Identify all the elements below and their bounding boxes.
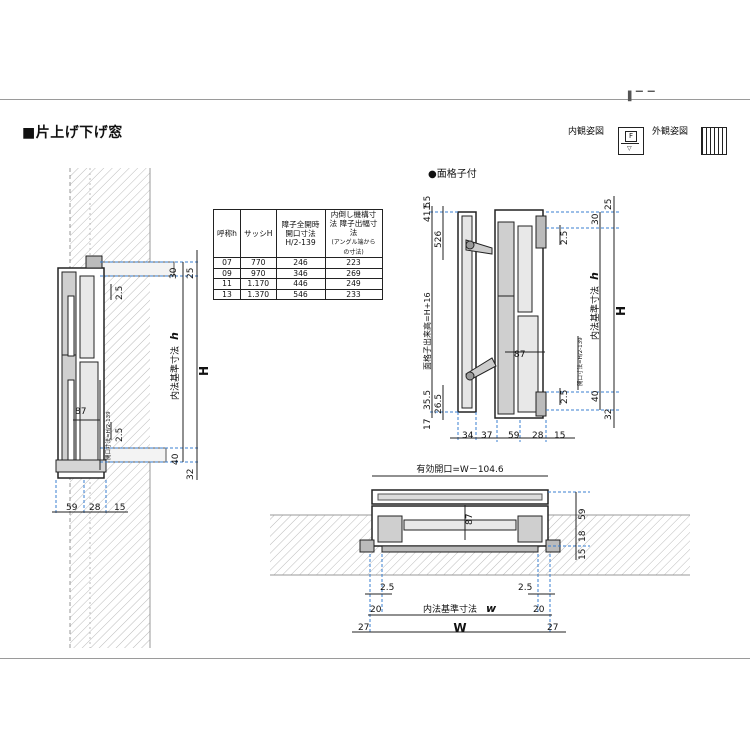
left-dim-87: 87: [75, 407, 86, 417]
right-dim-32: 32: [604, 409, 614, 420]
page-title: ■片上げ下げ窓: [22, 125, 123, 141]
plan-w-italic: w: [486, 602, 497, 615]
plan-dim-2-5-left: 2.5: [380, 583, 394, 593]
right-dim-59: 59: [508, 431, 520, 441]
lattice-section-label: ●面格子付: [428, 169, 477, 180]
right-dim-37: 37: [481, 431, 492, 441]
spec-table: 呼称h サッシH 障子全開時 開口寸法 H/2-139 内倒し機構寸法 障子出幅…: [212, 209, 383, 300]
plan-dim-18: 18: [578, 530, 588, 542]
right-dim-35-5: 35.5: [423, 390, 433, 410]
right-section-drawing: [430, 196, 620, 442]
plan-w-label: 内法基準寸法: [423, 603, 477, 615]
table-header-tilt-text: 内倒し機構寸法 障子出幅寸法: [329, 210, 378, 237]
left-dim-32: 32: [186, 469, 196, 480]
corner-mark: ▌▔ ▔: [628, 92, 656, 102]
left-opening-note: 開口寸法=H/2-139: [104, 411, 112, 460]
left-dim-25: 25: [186, 268, 196, 279]
plan-dim-20-right: 20: [533, 605, 545, 615]
outer-view-label: 外観姿図: [652, 127, 689, 137]
box-letter: F: [625, 131, 637, 142]
right-H: H: [614, 306, 628, 316]
right-dim-28: 28: [532, 431, 544, 441]
right-lattice-height: 面格子出来高=H+16: [422, 292, 432, 370]
table-header-nominal: 呼称h: [212, 209, 242, 258]
plan-dim-27-right: 27: [547, 623, 558, 633]
right-dim-30: 30: [591, 213, 601, 225]
left-dim-59: 59: [66, 503, 78, 513]
right-opening-note: 開口寸法=H/2-139: [576, 337, 584, 386]
left-section-drawing: [52, 168, 200, 648]
right-dim-2-5-top: 2.5: [560, 231, 570, 245]
left-h-label: 内法基準寸法: [169, 346, 181, 400]
right-dim-26-5: 26.5: [434, 394, 444, 414]
right-h-label: 内法基準寸法: [589, 286, 601, 340]
right-dim-41-5: 41.5: [423, 202, 433, 222]
inner-view-icon: F ▽: [618, 127, 644, 155]
plan-effective-opening: 有効開口=W－104.6: [416, 463, 503, 475]
inner-view-label: 内観姿図: [568, 127, 605, 137]
outer-view-icon: [701, 127, 727, 155]
left-dim-2-5-bottom: 2.5: [115, 428, 125, 442]
left-dim-30: 30: [169, 267, 179, 279]
plan-dim-27-left: 27: [358, 623, 369, 633]
table-header-opening: 障子全開時 開口寸法 H/2-139: [275, 209, 326, 258]
table-header-sash-h: サッシH: [240, 209, 277, 258]
left-dim-2-5-top: 2.5: [115, 286, 125, 300]
right-dim-1-5: 1.5: [423, 196, 433, 210]
left-h-italic: h: [168, 332, 181, 340]
table-header-tilt: 内倒し機構寸法 障子出幅寸法 (アングル端からの寸法): [324, 209, 383, 258]
right-dim-2-5-bottom: 2.5: [560, 390, 570, 404]
plan-dim-87: 87: [465, 514, 475, 525]
plan-dim-15: 15: [578, 549, 588, 560]
right-dim-15: 15: [554, 431, 565, 441]
right-h-italic: h: [588, 272, 601, 280]
plan-dim-20-left: 20: [370, 605, 382, 615]
table-cell: 13: [212, 288, 242, 300]
right-dim-25: 25: [604, 199, 614, 210]
right-dim-40: 40: [591, 390, 601, 402]
plan-section-drawing: [270, 475, 690, 633]
plan-W: W: [453, 621, 466, 635]
left-H: H: [197, 366, 211, 376]
left-dim-15: 15: [114, 503, 125, 513]
right-dim-526: 526: [434, 231, 444, 248]
table-header-note: (アングル端からの寸法): [331, 239, 376, 256]
plan-dim-59: 59: [578, 508, 588, 520]
right-dim-17: 17: [423, 419, 433, 430]
right-dim-34: 34: [462, 431, 474, 441]
plan-dim-2-5-right: 2.5: [518, 583, 532, 593]
left-dim-40: 40: [171, 453, 181, 465]
table-cell: 233: [324, 288, 383, 300]
left-dim-28: 28: [89, 503, 101, 513]
right-dim-87: 87: [514, 350, 525, 360]
